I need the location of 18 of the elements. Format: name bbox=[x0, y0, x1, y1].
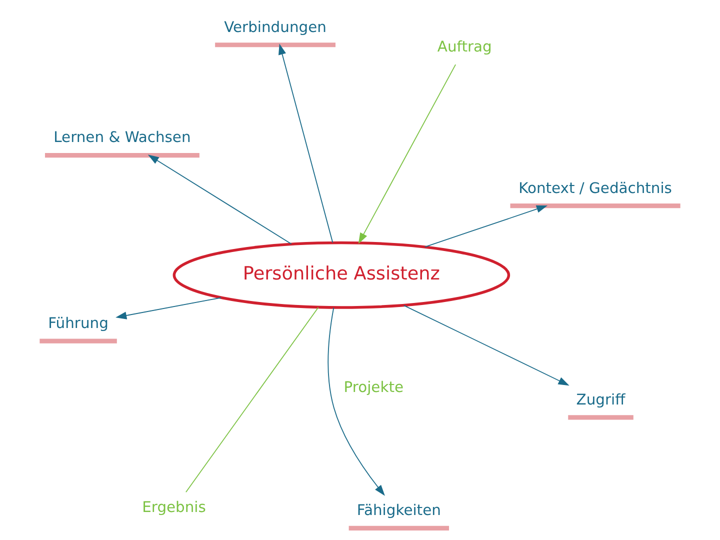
node-text: Ergebnis bbox=[142, 499, 206, 516]
node-text: Fähigkeiten bbox=[356, 502, 441, 520]
node-text: Auftrag bbox=[437, 38, 492, 56]
node-text: Verbindungen bbox=[224, 18, 326, 36]
label: Projekte bbox=[344, 378, 404, 396]
arrow bbox=[328, 307, 385, 496]
arrow bbox=[148, 154, 292, 244]
arrow bbox=[116, 297, 222, 320]
node-text: Führung bbox=[48, 315, 108, 332]
node-ellipse: Persönliche Assistenz bbox=[172, 241, 510, 309]
node-text: Zugriff bbox=[576, 391, 626, 408]
arrow bbox=[358, 64, 456, 244]
node-text: Kontext / Gedächtnis bbox=[518, 180, 672, 197]
connector bbox=[186, 306, 319, 493]
arrow bbox=[424, 205, 548, 248]
node-text: Lernen & Wachsen bbox=[54, 129, 191, 146]
arrow bbox=[278, 44, 334, 244]
arrow bbox=[403, 304, 570, 386]
